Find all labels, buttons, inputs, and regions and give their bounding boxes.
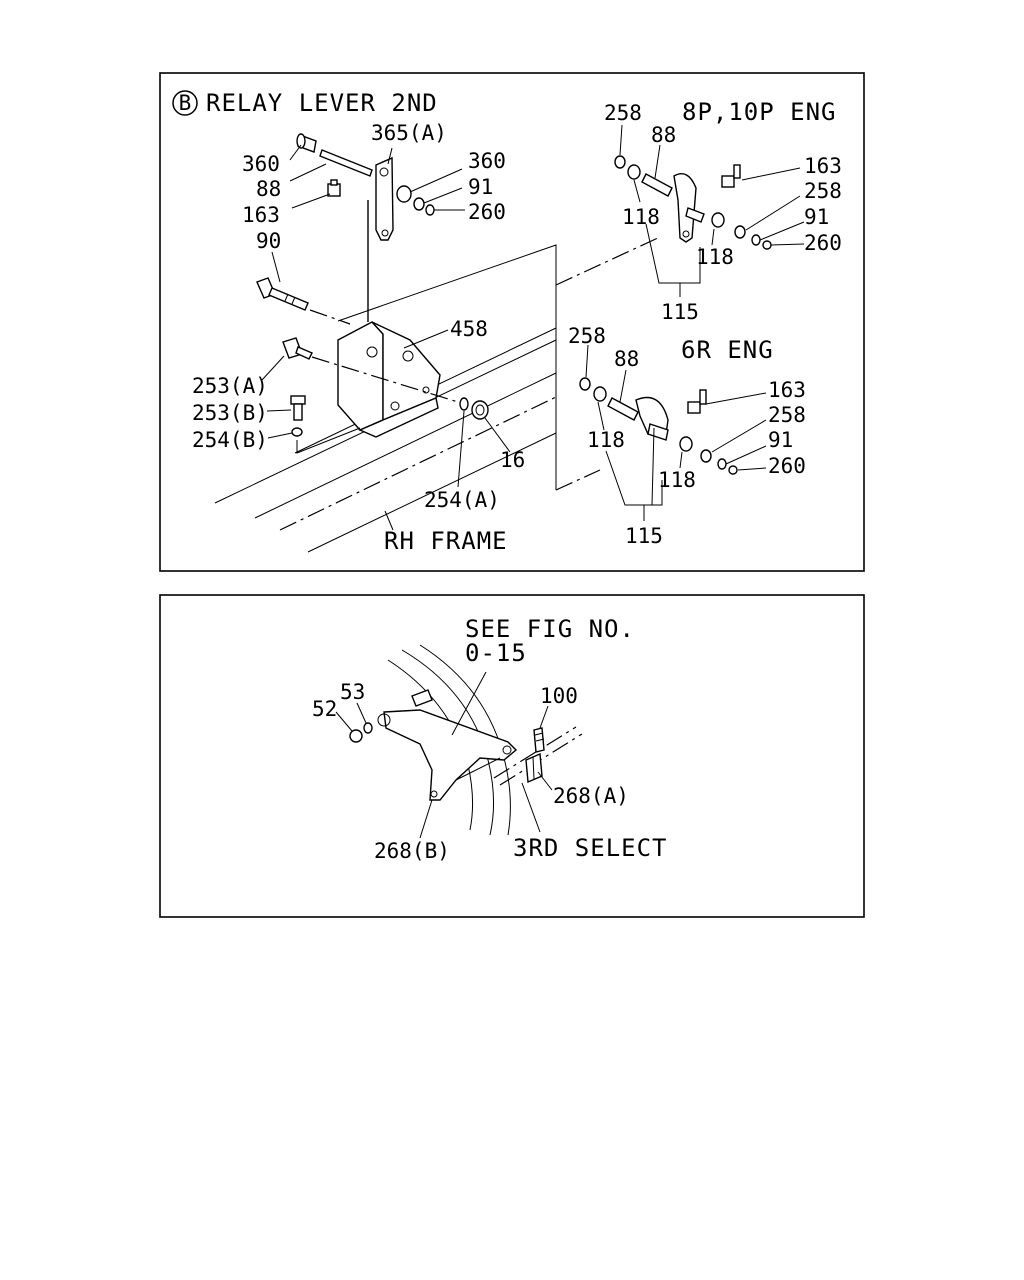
- callout-52: 52: [312, 697, 337, 721]
- relay-lever-365a: [367, 156, 394, 322]
- nut-52: [349, 729, 363, 743]
- top-panel-frame: [159, 72, 865, 572]
- callout-163: 163: [242, 203, 280, 227]
- callout-118: 118: [622, 205, 660, 229]
- callout-360: 360: [468, 149, 506, 173]
- washer-254b: [291, 427, 303, 437]
- callout-258: 258: [568, 324, 606, 348]
- bolt-90: [256, 277, 309, 311]
- see-fig-note-line2: 0-15: [465, 639, 527, 667]
- callout-100: 100: [540, 684, 578, 708]
- washer-53: [363, 722, 373, 734]
- callout-163: 163: [768, 378, 806, 402]
- sub-6r-title: 6R ENG: [681, 336, 774, 364]
- callout-53: 53: [340, 680, 365, 704]
- panel-title: RELAY LEVER 2ND: [206, 89, 438, 117]
- bushing-360: [396, 185, 412, 203]
- leader-lines-left: [261, 144, 511, 488]
- grease-nipple-163: [327, 179, 341, 197]
- callout-360: 360: [242, 152, 280, 176]
- callout-118: 118: [658, 468, 696, 492]
- callout-268a: 268(A): [553, 784, 629, 808]
- spring-pin-100: [533, 727, 545, 753]
- callout-258: 258: [768, 403, 806, 427]
- callout-115: 115: [625, 524, 663, 548]
- lever-assembly-8p10p: [614, 155, 772, 250]
- callout-88: 88: [256, 177, 281, 201]
- bolt-253b: [290, 395, 306, 421]
- callout-16: 16: [500, 448, 525, 472]
- pin-88: [296, 133, 373, 177]
- badge-letter: B: [179, 91, 192, 115]
- callout-88: 88: [651, 123, 676, 147]
- callout-118: 118: [696, 245, 734, 269]
- callout-254a: 254(A): [424, 488, 500, 512]
- bushing-16: [471, 400, 489, 420]
- leader-lines-8p10p: [619, 124, 805, 297]
- callout-365a: 365(A): [371, 121, 447, 145]
- clip-260: [425, 204, 435, 216]
- bracket-458: [337, 321, 441, 438]
- leader-lines-6r: [585, 344, 767, 521]
- callout-254b: 254(B): [192, 428, 268, 452]
- callout-253b: 253(B): [192, 401, 268, 425]
- callout-91: 91: [468, 175, 493, 199]
- callout-258: 258: [804, 179, 842, 203]
- callout-268b: 268(B): [374, 839, 450, 863]
- callout-88: 88: [614, 347, 639, 371]
- callout-91: 91: [804, 205, 829, 229]
- callout-118: 118: [587, 428, 625, 452]
- washer-91: [413, 197, 425, 211]
- callout-258: 258: [604, 101, 642, 125]
- callout-253a: 253(A): [192, 374, 268, 398]
- callout-260: 260: [768, 454, 806, 478]
- callout-260: 260: [468, 200, 506, 224]
- select-label: 3RD SELECT: [513, 834, 668, 862]
- callout-458: 458: [450, 317, 488, 341]
- callout-163: 163: [804, 154, 842, 178]
- callout-115: 115: [661, 300, 699, 324]
- lever-assembly-6r: [579, 377, 738, 475]
- callout-260: 260: [804, 231, 842, 255]
- bottom-panel-frame: [159, 594, 865, 918]
- rh-frame-label: RH FRAME: [384, 527, 508, 555]
- callout-90: 90: [256, 229, 281, 253]
- bolt-253a: [282, 337, 313, 360]
- washer-254a: [459, 397, 469, 411]
- leader-lines-bottom: [335, 671, 553, 839]
- select-lever-268b: [377, 709, 518, 801]
- badge-circle: [172, 90, 198, 116]
- stud-bolt: [411, 689, 433, 707]
- see-fig-note-line1: SEE FIG NO.: [465, 615, 635, 643]
- callout-91: 91: [768, 428, 793, 452]
- clevis-268a: [525, 752, 543, 784]
- sub-8p10p-title: 8P,10P ENG: [682, 98, 837, 126]
